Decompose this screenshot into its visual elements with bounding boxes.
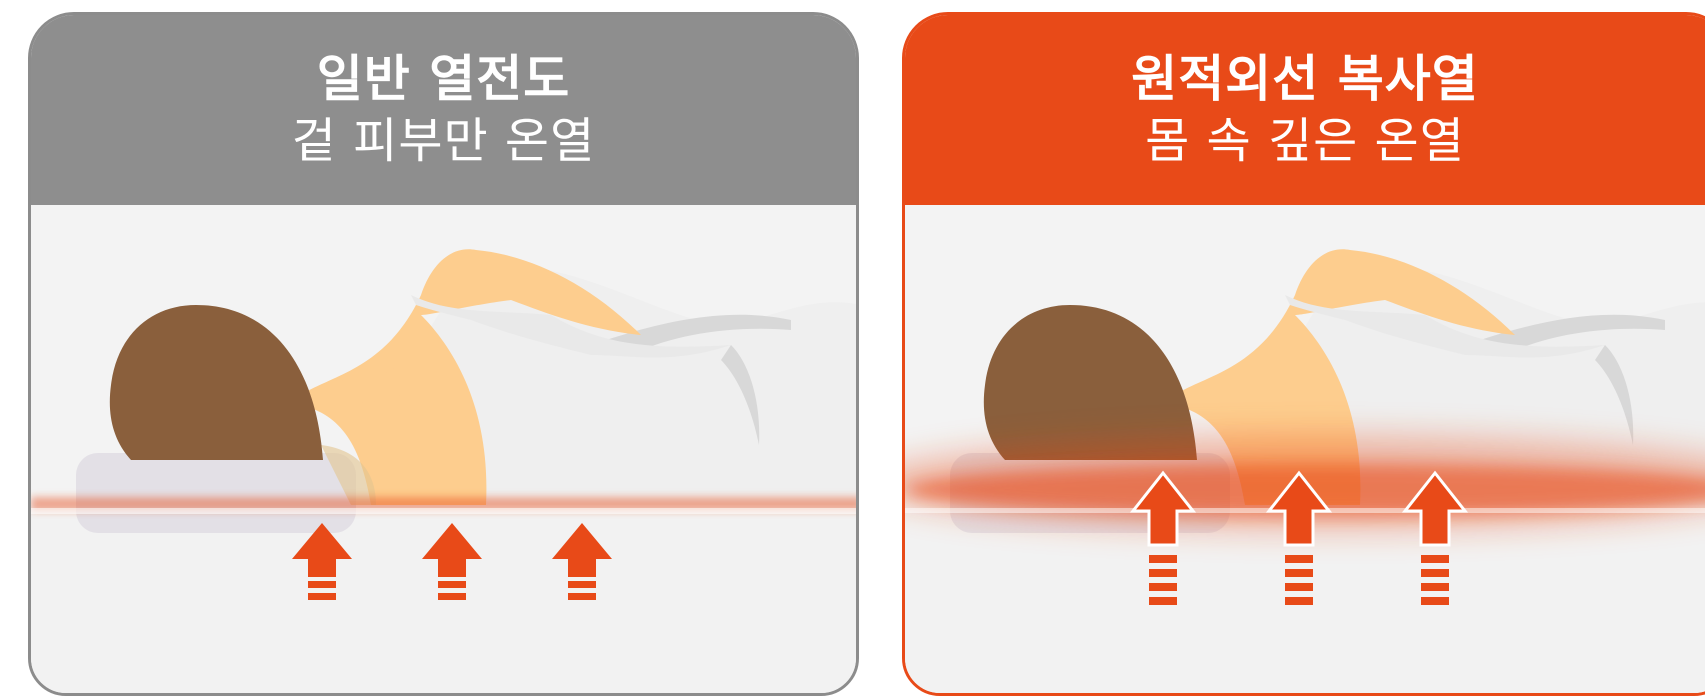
up-arrow-icon <box>1401 470 1469 605</box>
up-arrow-icon <box>1265 470 1333 605</box>
conduction-panel: 일반 열전도 겉 피부만 온열 <box>28 12 859 696</box>
conduction-subtitle: 겉 피부만 온열 <box>291 113 596 169</box>
far-infrared-title: 원적외선 복사열 <box>1131 50 1479 108</box>
pillow <box>76 453 356 533</box>
up-arrow-icon <box>422 523 482 600</box>
heat-arrows <box>1129 470 1469 605</box>
far-infrared-header: 원적외선 복사열 몸 속 깊은 온열 <box>905 15 1705 205</box>
heat-arrows <box>292 523 612 600</box>
conduction-title: 일반 열전도 <box>316 50 571 108</box>
up-arrow-icon <box>552 523 612 600</box>
up-arrow-icon <box>292 523 352 600</box>
hair <box>983 305 1197 460</box>
conduction-scene <box>31 205 856 693</box>
far-infrared-panel: 원적외선 복사열 몸 속 깊은 온열 <box>902 12 1705 696</box>
up-arrow-icon <box>1129 470 1197 605</box>
conduction-header: 일반 열전도 겉 피부만 온열 <box>31 15 856 205</box>
far-infrared-scene <box>905 205 1705 693</box>
hair <box>109 305 323 460</box>
heat-glow <box>31 497 856 511</box>
sleeping-person-illustration <box>905 249 1705 693</box>
far-infrared-subtitle: 몸 속 깊은 온열 <box>1145 113 1465 169</box>
sleeping-person-illustration <box>31 249 856 693</box>
skin <box>301 249 641 505</box>
